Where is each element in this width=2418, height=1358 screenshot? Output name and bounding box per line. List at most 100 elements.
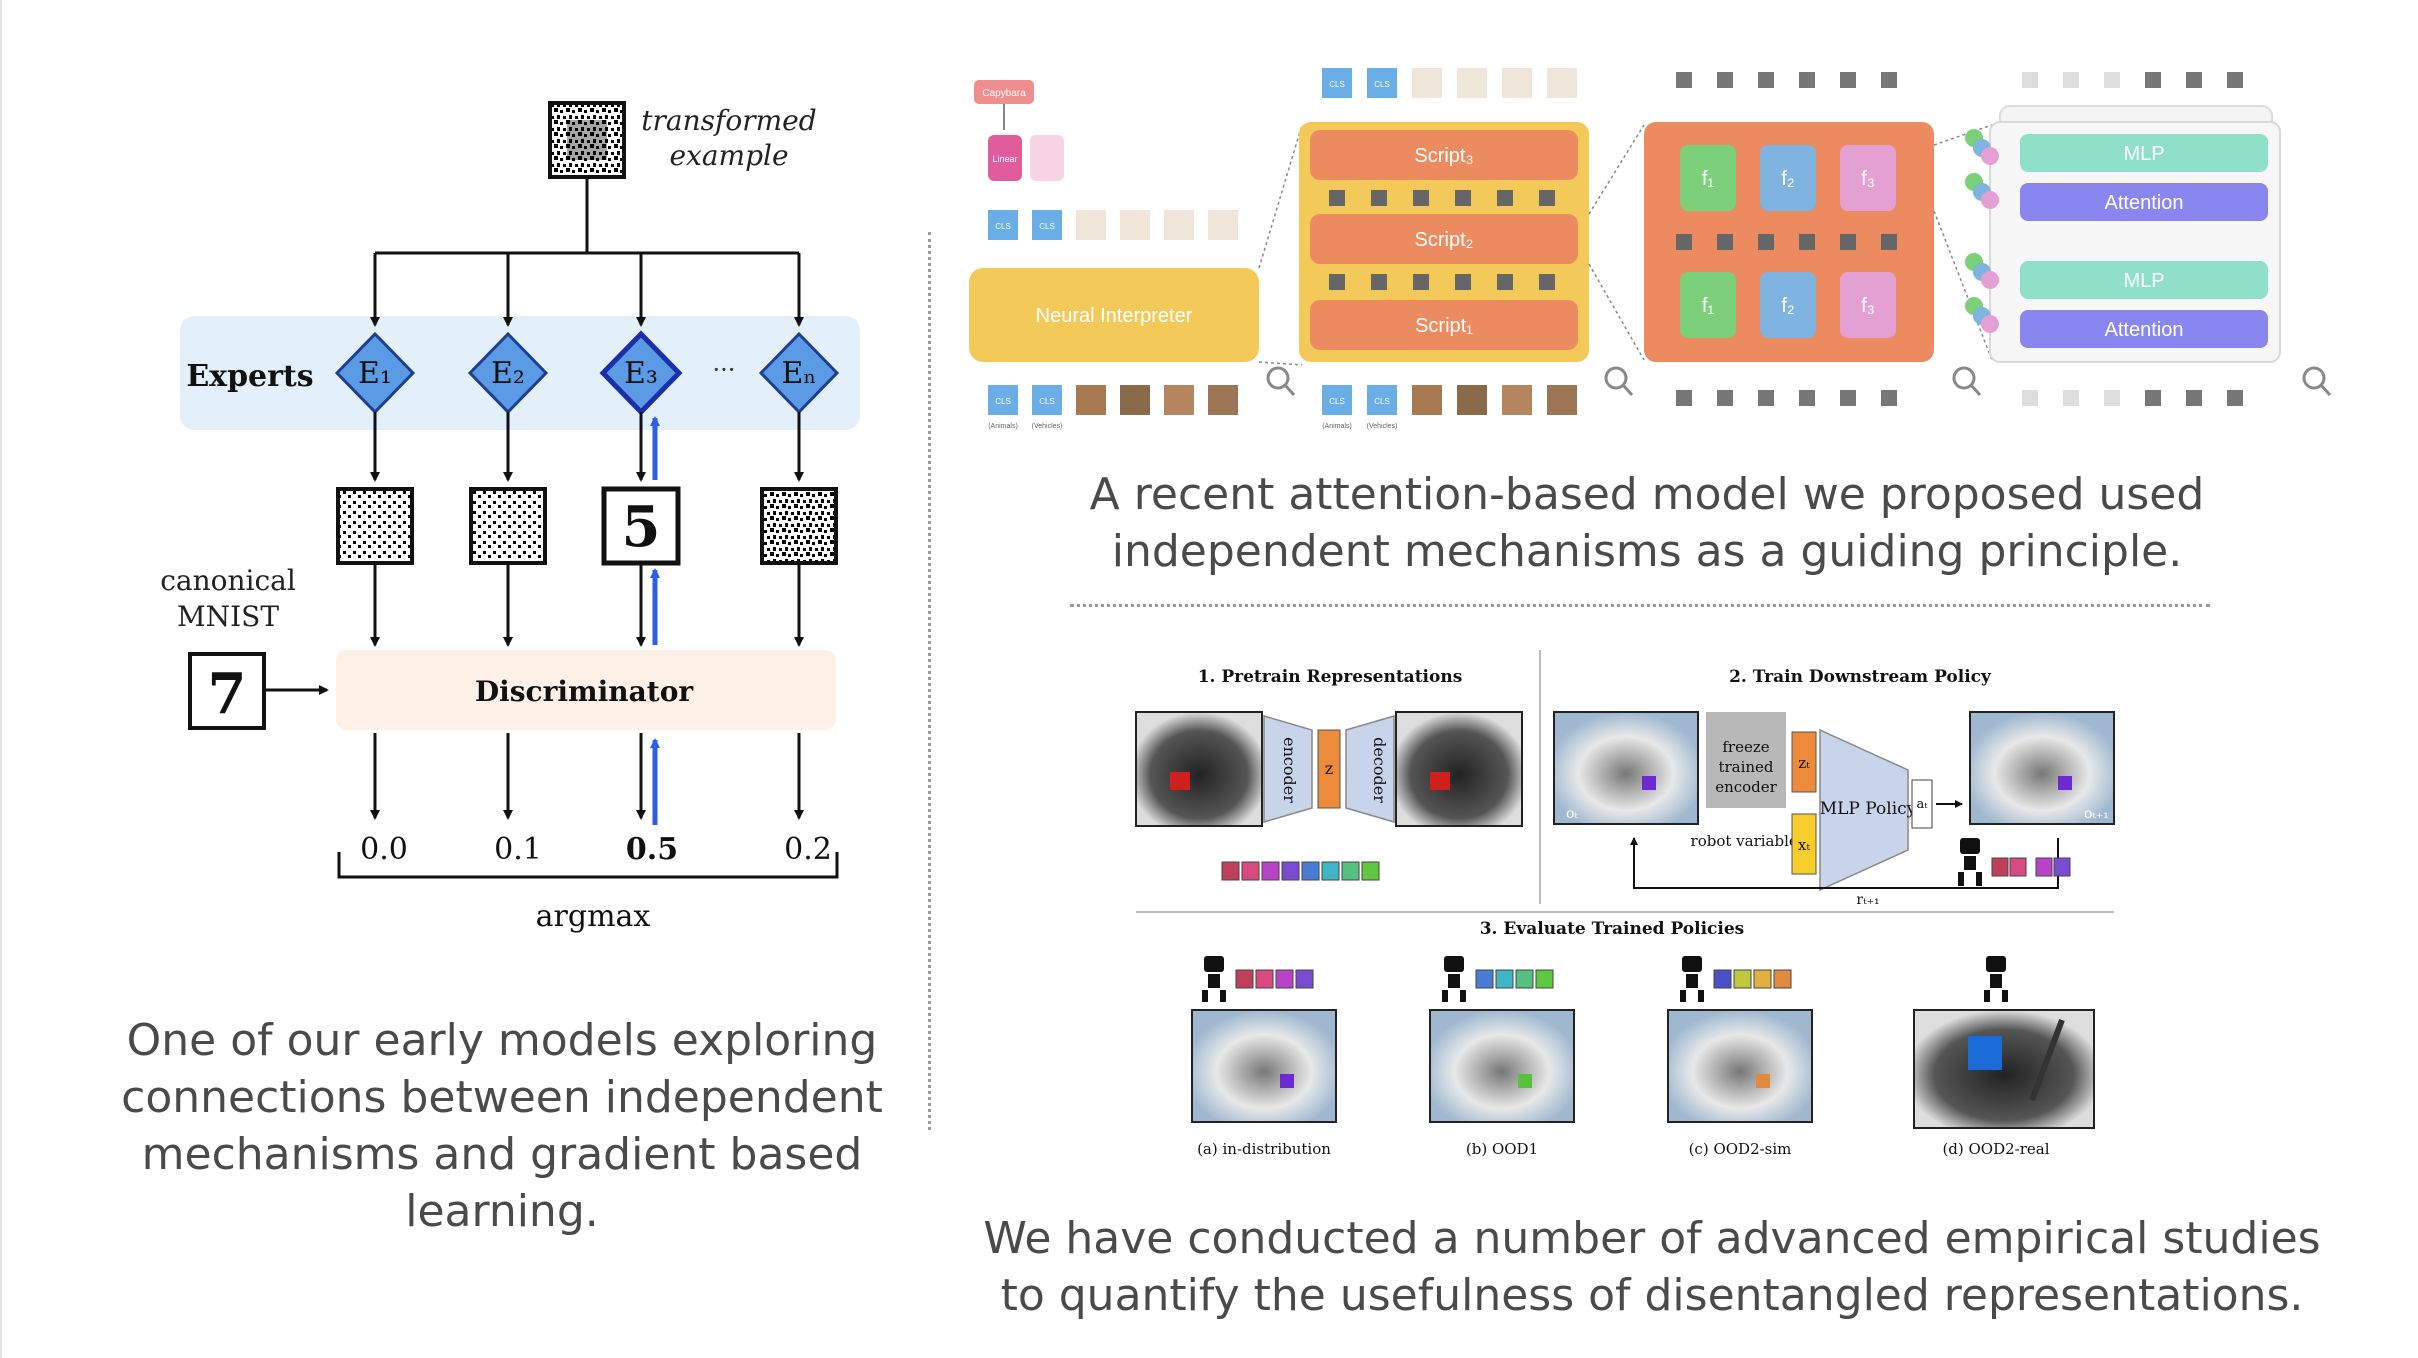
score-1: 0.0 — [360, 832, 408, 867]
svg-text:CLS: CLS — [995, 222, 1011, 231]
svg-text:Script₃: Script₃ — [1414, 145, 1473, 167]
encoder-label: encoder — [1280, 737, 1299, 803]
svg-text:xₜ: xₜ — [1798, 836, 1810, 854]
eval-ood2-real: (d) OOD2-real — [1913, 956, 2095, 1158]
decoder-label: decoder — [1370, 737, 1389, 803]
pretrain-input-image — [1135, 711, 1263, 827]
panel-c-label: (c) OOD2-sim — [1689, 1140, 1792, 1158]
script-2 — [1310, 214, 1578, 264]
pretrain-output-image — [1395, 711, 1523, 827]
expert-n: Eₙ — [758, 253, 840, 820]
mlp-policy — [1819, 728, 1909, 892]
neural-interpreter-label: Neural Interpreter — [1036, 305, 1193, 327]
mnist-label: MNIST — [177, 600, 279, 633]
argmax-label: argmax — [536, 899, 651, 934]
svg-text:CLS: CLS — [1329, 80, 1345, 89]
expert-3-label: E₃ — [624, 356, 658, 391]
experts-ellipsis: ··· — [713, 356, 736, 384]
canonical-label: canonical — [160, 564, 296, 597]
transformed-label: transformed — [641, 104, 816, 137]
caption-left: One of our early models exploring connec… — [121, 1015, 883, 1237]
latent-cubes — [1221, 861, 1380, 881]
robot-icon — [1958, 838, 1982, 886]
eval-in-distribution: (a) in-distribution — [1191, 956, 1337, 1158]
expert-2: E₂ — [467, 253, 549, 820]
svg-text:f₃: f₃ — [1861, 295, 1875, 317]
argmax-bracket — [337, 852, 839, 879]
discriminator-label: Discriminator — [475, 675, 694, 708]
svg-text:f₃: f₃ — [1861, 168, 1875, 190]
train-title: 2. Train Downstream Policy — [1729, 667, 1992, 687]
svg-text:5: 5 — [622, 494, 661, 560]
zt-latent — [1791, 731, 1817, 793]
observation-image — [1553, 711, 1699, 825]
evaluate-title: 3. Evaluate Trained Policies — [1480, 919, 1745, 939]
xt-latent — [1791, 813, 1817, 875]
section-divider — [1070, 604, 2210, 607]
svg-text:Script₁: Script₁ — [1415, 315, 1473, 337]
reward-label: rₜ₊₁ — [1856, 892, 1879, 908]
script-bottom-tokens: CLS CLS (Animals) (Vehicles) — [1322, 385, 1577, 430]
canonical-mnist-image — [188, 652, 266, 730]
expert-3: E₃ 5 — [599, 253, 683, 825]
mlp-block-top — [2020, 134, 2268, 172]
neural-interpreter-block — [969, 268, 1259, 362]
svg-text:zₜ: zₜ — [1798, 754, 1810, 772]
svg-text:f₂: f₂ — [1781, 295, 1794, 317]
eval-ood1: (b) OOD1 — [1429, 956, 1575, 1158]
svg-text:Attention: Attention — [2105, 192, 2184, 214]
linear-label: Linear — [992, 154, 1017, 164]
svg-text:(Vehicles): (Vehicles) — [1367, 423, 1398, 430]
eval-ood2-sim: (c) OOD2-sim — [1667, 956, 1813, 1158]
svg-text:f₁: f₁ — [1702, 295, 1715, 317]
script-3 — [1310, 130, 1578, 180]
svg-text:Attention: Attention — [2105, 319, 2184, 341]
script-1 — [1310, 300, 1578, 350]
experts-label: Experts — [186, 359, 313, 394]
expert-1: E₁ — [334, 253, 416, 820]
svg-text:CLS: CLS — [1329, 397, 1345, 406]
next-observation-image — [1969, 711, 2115, 825]
svg-text:aₜ: aₜ — [1917, 797, 1929, 812]
at-output — [1911, 779, 1933, 829]
script-top-tokens: CLS CLS — [1322, 68, 1577, 98]
discriminator-band — [336, 650, 836, 730]
expert-1-output-image — [336, 487, 414, 565]
expert-n-output-image — [760, 487, 838, 565]
score-2: 0.1 — [494, 832, 542, 867]
expert-1-label: E₁ — [358, 356, 392, 391]
frozen-encoder — [1706, 712, 1786, 808]
attention-block-bottom — [2020, 310, 2268, 348]
svg-text:Script₂: Script₂ — [1415, 229, 1474, 251]
svg-text:z: z — [1325, 759, 1333, 778]
z-latent — [1317, 729, 1341, 809]
attention-stack — [1989, 121, 2281, 363]
svg-text:MLP Policy: MLP Policy — [1820, 799, 1917, 819]
svg-text:7: 7 — [208, 661, 247, 727]
caption-right-top: A recent attention-based model we propos… — [1089, 469, 2205, 577]
svg-text:CLS: CLS — [995, 397, 1011, 406]
svg-text:CLS: CLS — [1039, 397, 1055, 406]
expert-3-output-image — [601, 486, 681, 566]
mlp-block-bottom — [2020, 261, 2268, 299]
svg-text:CLS: CLS — [1374, 397, 1390, 406]
svg-text:CLS: CLS — [1374, 80, 1390, 89]
score-4: 0.2 — [784, 832, 832, 867]
panel-d-label: (d) OOD2-real — [1942, 1140, 2049, 1158]
svg-text:f₂: f₂ — [1781, 168, 1794, 190]
svg-text:(Vehicles): (Vehicles) — [1032, 423, 1063, 430]
svg-text:MLP: MLP — [2123, 143, 2164, 165]
svg-text:oₜ: oₜ — [1566, 806, 1578, 822]
robot-variables-label: robot variables — [1691, 832, 1806, 850]
functions-top-row: f₁ f₂ f₃ — [1680, 145, 1896, 211]
svg-text:MLP: MLP — [2123, 270, 2164, 292]
panel-a-label: (a) in-distribution — [1197, 1140, 1331, 1158]
column-divider — [928, 232, 931, 1130]
svg-text:(Animals): (Animals) — [988, 423, 1018, 430]
bottom-token-row: CLS CLS (Animals) (Vehicles) — [988, 385, 1238, 430]
